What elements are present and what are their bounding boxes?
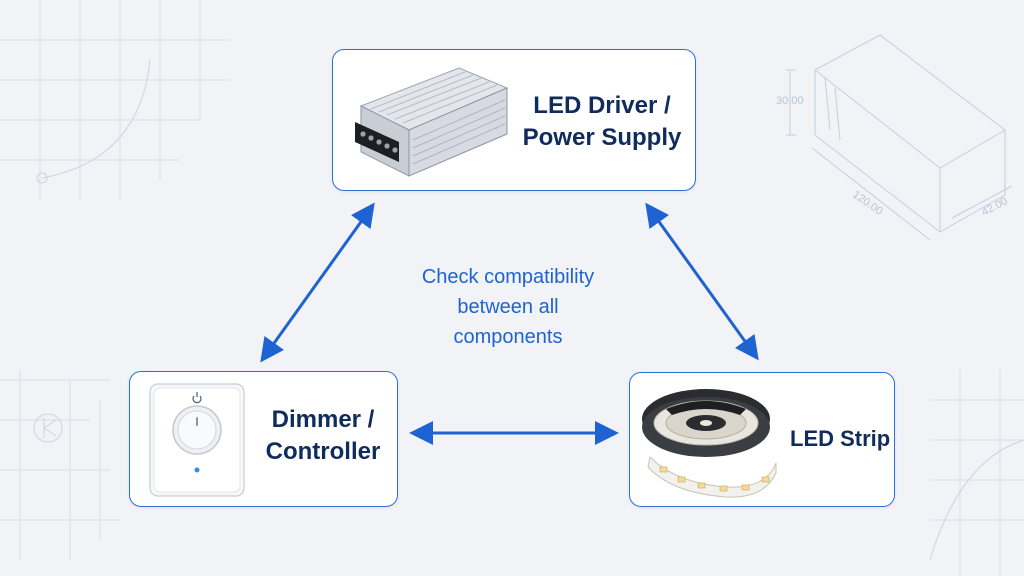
dim-height-label: 30.00 — [776, 95, 804, 107]
dimmer-label: Dimmer / Controller — [256, 404, 390, 468]
led-strip-reel-icon — [642, 389, 777, 498]
compatibility-note-line1: Check compatibility — [421, 266, 595, 288]
compatibility-note-line3: components — [453, 326, 563, 348]
dimmer-label-line2: Controller — [265, 438, 381, 465]
led-driver-label-line1: LED Driver / — [533, 92, 671, 119]
led-strip-card: LED Strip — [629, 372, 895, 507]
arrow-driver-strip — [645, 202, 759, 361]
led-strip-label: LED Strip — [790, 426, 891, 451]
compatibility-note: Check compatibility between all componen… — [392, 262, 624, 352]
dimmer-switch-icon — [149, 383, 245, 497]
dimmer-card: Dimmer / Controller — [129, 371, 398, 507]
led-driver-label-line2: Power Supply — [522, 124, 682, 151]
power-supply-icon — [355, 67, 509, 177]
compatibility-note-line2: between all — [457, 296, 559, 318]
led-driver-card: LED Driver / Power Supply — [332, 49, 696, 191]
led-driver-label: LED Driver / Power Supply — [520, 90, 684, 154]
dimmer-label-line1: Dimmer / — [271, 406, 375, 433]
arrow-driver-dimmer — [260, 202, 375, 363]
